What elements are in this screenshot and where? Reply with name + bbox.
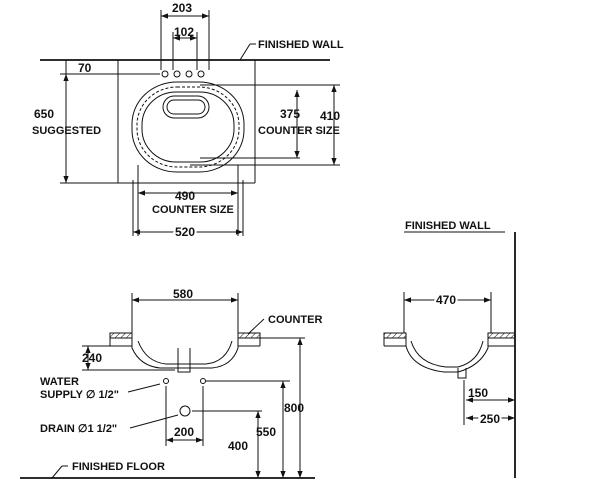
dim-400: 400 <box>228 439 248 453</box>
basin-bowl <box>141 91 235 163</box>
finished-wall-leader <box>239 43 251 61</box>
counter-label: COUNTER <box>268 314 322 326</box>
counter-right <box>237 332 261 339</box>
basin-side-profile <box>405 338 489 373</box>
dim-470: 470 <box>436 293 456 307</box>
faucet-hole-2 <box>173 70 181 78</box>
water-supply-left <box>163 378 169 384</box>
dim-203: 203 <box>172 1 192 15</box>
dim-200: 200 <box>174 425 194 439</box>
water-supply-label-1: WATER <box>40 376 79 388</box>
finished-floor-label: FINISHED FLOOR <box>72 461 165 473</box>
suggested-label: SUGGESTED <box>32 125 101 137</box>
basin-outer-rim <box>131 81 245 173</box>
side-view: FINISHED WALL 470 150 250 <box>383 220 516 478</box>
drain-label: DRAIN ∅1 1/2" <box>40 423 117 435</box>
faucet-hole-3 <box>185 70 193 78</box>
dim-375: 375 <box>280 107 300 121</box>
faucet-hole-1 <box>161 70 169 78</box>
counter-size-label-right: COUNTER SIZE <box>258 125 340 137</box>
counter-left <box>109 332 133 339</box>
dim-70: 70 <box>78 61 92 75</box>
front-view: 580 COUNTER 240 WATER SUPPLY ∅ 1/2" DRAI… <box>20 287 322 479</box>
drain-outlet <box>179 405 191 417</box>
side-counter-front <box>383 332 407 339</box>
side-drain-tail <box>457 368 467 379</box>
counter-leader <box>247 318 265 335</box>
dim-102: 102 <box>174 25 194 39</box>
dim-800: 800 <box>284 401 304 415</box>
overflow-slot <box>162 95 210 119</box>
drain-tail <box>177 348 191 373</box>
finished-wall-label: FINISHED WALL <box>258 39 344 51</box>
dim-520: 520 <box>175 225 195 239</box>
dim-490: 490 <box>175 189 195 203</box>
dim-250: 250 <box>480 412 500 426</box>
faucet-hole-4 <box>197 70 205 78</box>
dim-150: 150 <box>468 386 488 400</box>
counter-cutout-outline <box>136 86 240 168</box>
side-counter-back <box>487 332 516 339</box>
water-supply-label-2: SUPPLY ∅ 1/2" <box>40 389 119 401</box>
dim-410: 410 <box>320 109 340 123</box>
dim-240: 240 <box>82 351 102 365</box>
top-view: FINISHED WALL 203 102 70 650 <box>32 1 344 241</box>
dim-550: 550 <box>256 425 276 439</box>
water-supply-right <box>200 378 206 384</box>
dim-580: 580 <box>173 287 193 301</box>
counter-size-label-bottom: COUNTER SIZE <box>152 204 234 216</box>
side-finished-wall-label: FINISHED WALL <box>405 220 491 232</box>
dim-650: 650 <box>34 107 54 121</box>
